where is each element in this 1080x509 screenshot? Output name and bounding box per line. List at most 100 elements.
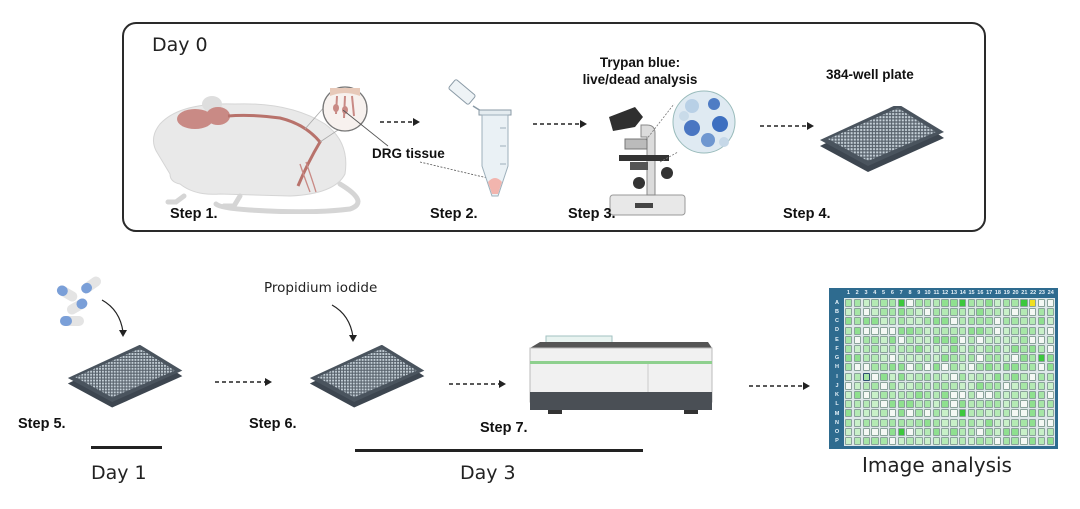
plate-well <box>985 381 993 390</box>
plate-well <box>923 418 932 427</box>
plate-well <box>1020 308 1028 317</box>
plate-well <box>1046 381 1054 390</box>
plate-well-grid <box>844 298 1055 446</box>
plate-well <box>976 409 984 418</box>
curved-arrow-pi <box>331 304 357 342</box>
plate-well <box>958 418 967 427</box>
plate-well <box>1037 409 1046 418</box>
plate-well <box>897 326 906 335</box>
plate-well <box>967 372 976 381</box>
plate-well <box>862 317 870 326</box>
plate-well <box>862 335 870 344</box>
plate-well <box>853 335 862 344</box>
plate-well <box>985 299 993 307</box>
plate-well <box>897 409 906 418</box>
plate-well <box>1029 391 1037 399</box>
plate-well <box>985 409 993 418</box>
plate-well <box>1037 418 1046 427</box>
plate-well <box>1002 400 1011 409</box>
plate-well <box>985 335 993 344</box>
plate-well <box>967 299 976 307</box>
plate-well <box>993 437 1002 445</box>
plate-well <box>915 437 923 445</box>
arrow-step3-to-4 <box>760 122 814 130</box>
plate-well <box>1037 326 1046 335</box>
plate-well <box>923 437 932 445</box>
plate-well <box>932 400 941 409</box>
plate-well <box>1029 335 1037 344</box>
plate-well <box>1029 326 1037 335</box>
plate-well <box>932 354 941 363</box>
plate-well <box>888 418 897 427</box>
plate-well <box>1002 391 1011 399</box>
plate-well <box>880 418 888 427</box>
plate-well <box>941 354 949 363</box>
plate-well <box>915 409 923 418</box>
plate-well <box>888 372 897 381</box>
plate-well <box>888 400 897 409</box>
plate-well <box>853 381 862 390</box>
plate-well <box>985 418 993 427</box>
plate-well <box>950 317 958 326</box>
plate-well <box>853 326 862 335</box>
plate-well <box>1046 363 1054 372</box>
plate-well <box>958 363 967 372</box>
plate-well <box>967 335 976 344</box>
plate-well <box>941 345 949 353</box>
plate-well <box>1029 427 1037 436</box>
plate-well <box>941 400 949 409</box>
plate-well <box>958 299 967 307</box>
trypan-blue-line2: live/dead analysis <box>582 72 698 87</box>
plate-well <box>941 427 949 436</box>
plate-well <box>1020 372 1028 381</box>
plate-well <box>862 363 870 372</box>
plate-well <box>888 381 897 390</box>
plate-well <box>967 418 976 427</box>
plate-well <box>1002 381 1011 390</box>
well-plate-step5-icon <box>67 345 183 408</box>
day1-timeline-bar <box>91 446 162 449</box>
plate-well <box>923 326 932 335</box>
plate-well <box>1002 308 1011 317</box>
plate-well <box>906 317 914 326</box>
plate-well <box>1029 317 1037 326</box>
plate-well <box>1046 345 1054 353</box>
plate-well <box>1046 400 1054 409</box>
plate-well <box>923 409 932 418</box>
plate-well <box>888 437 897 445</box>
plate-well <box>1011 391 1019 399</box>
plate-well <box>845 381 853 390</box>
plate-row-label: N <box>835 419 839 426</box>
plate-well <box>1011 409 1019 418</box>
plate-well <box>880 427 888 436</box>
plate-well <box>976 299 984 307</box>
plate-column-label: 18 <box>994 290 1001 296</box>
plate-well <box>985 427 993 436</box>
plate-well <box>915 308 923 317</box>
plate-well <box>932 437 941 445</box>
plate-well <box>897 391 906 399</box>
day0-title: Day 0 <box>152 34 208 56</box>
plate-column-label: 6 <box>890 290 894 296</box>
plate-well <box>897 335 906 344</box>
plate-well <box>1037 437 1046 445</box>
plate-well <box>1002 299 1011 307</box>
plate-well <box>967 400 976 409</box>
plate-well <box>1002 427 1011 436</box>
plate-well <box>958 391 967 399</box>
plate-well <box>880 299 888 307</box>
plate-well <box>897 400 906 409</box>
plate-well <box>888 354 897 363</box>
microscope-icon <box>609 107 686 216</box>
plate-well <box>1020 409 1028 418</box>
plate-well <box>862 354 870 363</box>
plate-well <box>941 409 949 418</box>
plate-row-label: K <box>835 392 839 399</box>
plate-well <box>993 317 1002 326</box>
plate-well <box>976 326 984 335</box>
image-analysis-label: Image analysis <box>862 453 1012 477</box>
plate-well <box>1011 400 1019 409</box>
plate-well <box>880 381 888 390</box>
plate-well <box>1029 345 1037 353</box>
plate-well <box>958 308 967 317</box>
